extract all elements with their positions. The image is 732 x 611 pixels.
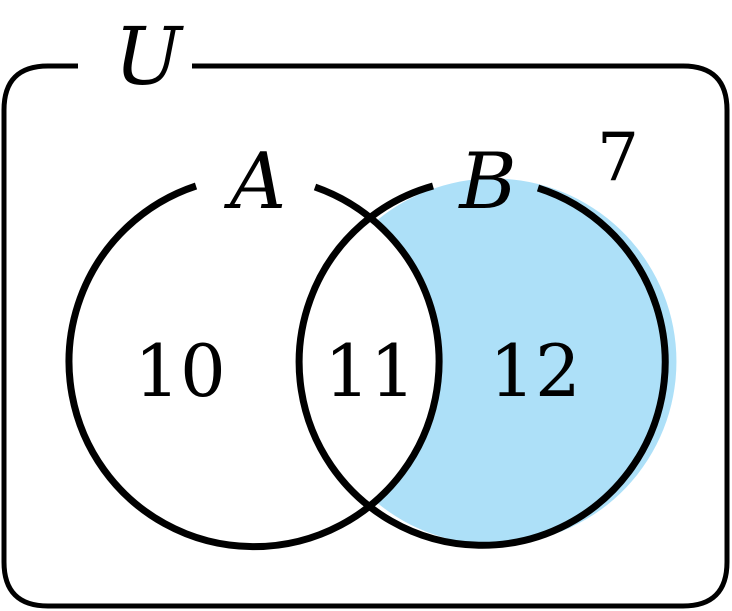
set-b-label: B (457, 137, 516, 227)
universe-label: U (114, 10, 184, 103)
b-only-region (375, 178, 677, 545)
a-only-count: 10 (134, 329, 226, 413)
outside-count: 7 (597, 119, 639, 196)
circle-b (295, 182, 669, 549)
b-only-count: 12 (489, 329, 581, 413)
circle-a (65, 182, 443, 551)
universe-boundary (1, 63, 730, 609)
set-a-label: A (224, 137, 286, 227)
intersection-count: 11 (324, 329, 416, 413)
